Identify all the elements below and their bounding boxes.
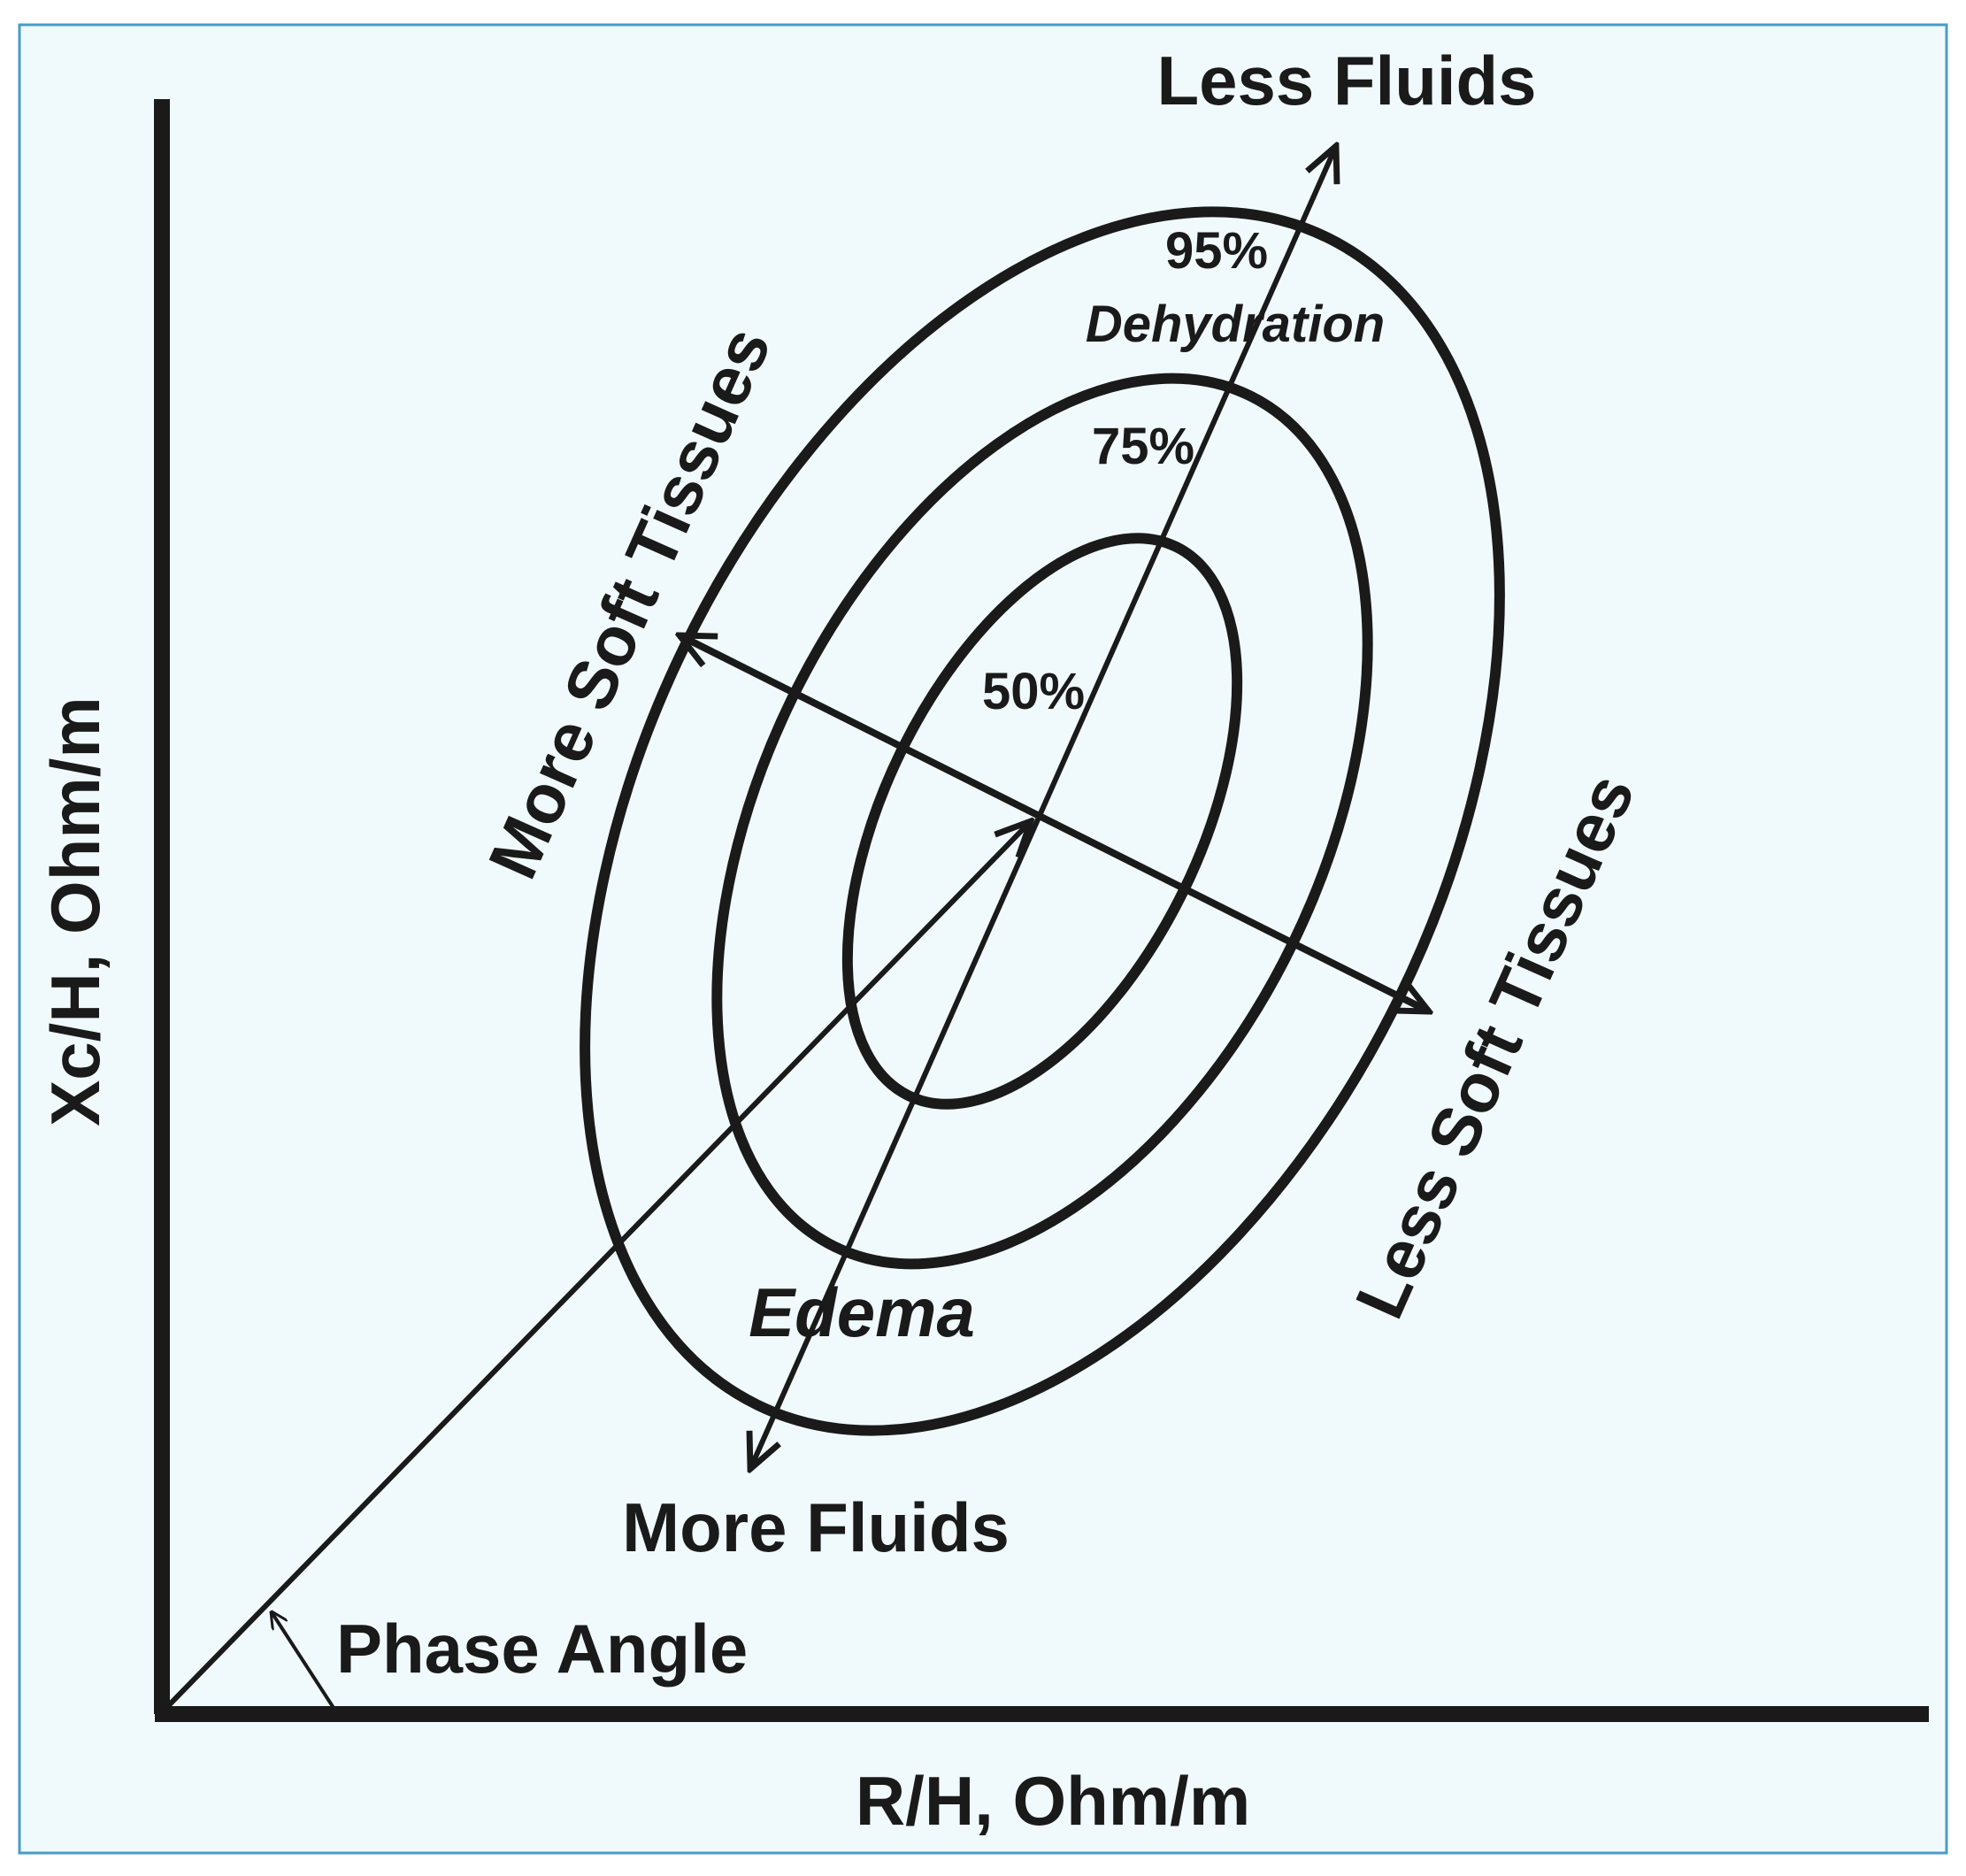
y-axis-label: Xc/H, Ohm/m	[36, 696, 114, 1126]
ellipse-75-label: 75%	[1092, 418, 1194, 475]
more-fluids-label: More Fluids	[622, 1488, 1010, 1566]
phase-angle-indicator	[272, 1612, 335, 1710]
dehydration-label: Dehydration	[1086, 296, 1385, 353]
edema-label: Edema	[749, 1273, 975, 1351]
x-axis-label: R/H, Ohm/m	[856, 1762, 1250, 1840]
soft-tissue-axis-arrow	[680, 635, 1429, 1011]
ellipse-95-label: 95%	[1165, 222, 1268, 280]
ellipse-50-label: 50%	[982, 663, 1085, 720]
less-fluids-label: Less Fluids	[1156, 42, 1536, 119]
phase-angle-label: Phase Angle	[336, 1610, 748, 1688]
